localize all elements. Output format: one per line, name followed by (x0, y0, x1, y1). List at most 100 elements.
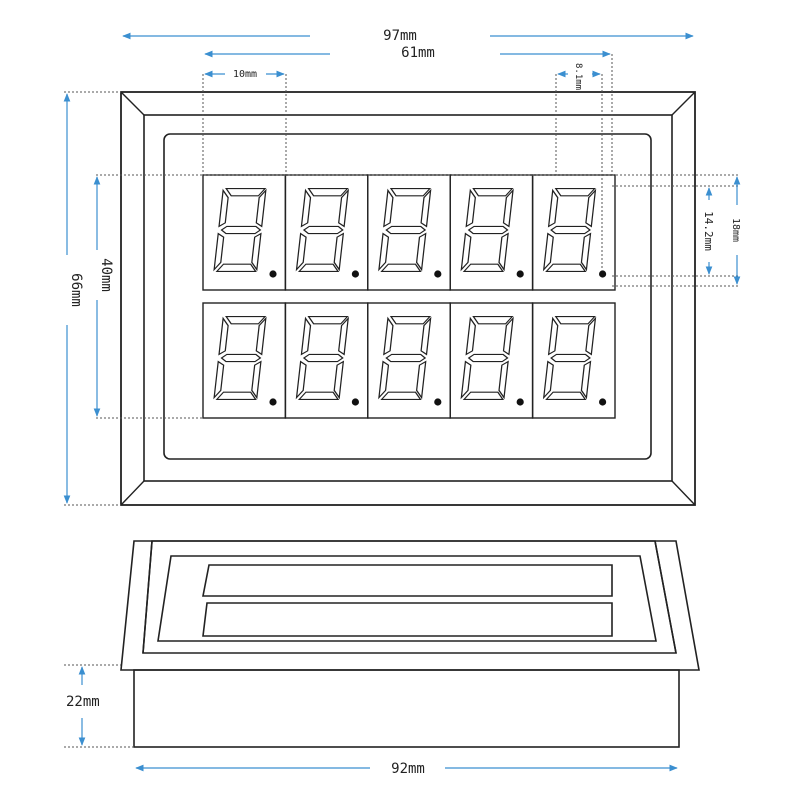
segment-a (389, 188, 432, 197)
bevel-corner (671, 480, 696, 506)
seven-segment-digit (378, 188, 432, 272)
segment-d (215, 391, 257, 400)
label-cutout-width: 61mm (401, 45, 435, 61)
decimal-point (434, 398, 442, 406)
segment-b (585, 188, 597, 228)
digit-row (202, 174, 616, 291)
segment-b (420, 188, 432, 228)
seven-segment-digit (213, 316, 267, 400)
dimension-labels: 97mm 61mm 10mm 8.1mm 66mm 40mm 14.2mm 18… (66, 28, 741, 777)
label-body-width: 92mm (391, 761, 425, 777)
label-overall-width: 97mm (383, 28, 417, 44)
seven-segment-digit (213, 188, 267, 272)
segment-a (472, 188, 514, 197)
seven-segment-digit (460, 316, 514, 400)
bevel-corner (120, 480, 145, 506)
segment-d (297, 391, 340, 400)
seven-segment-digit (295, 188, 350, 272)
side-body (133, 669, 680, 748)
segment-d (215, 263, 257, 272)
segment-d (545, 263, 587, 272)
side-view (120, 540, 700, 748)
segment-d (297, 263, 340, 272)
segment-a (225, 316, 267, 325)
segment-a (554, 316, 596, 325)
display-window (163, 133, 652, 460)
segment-f (547, 188, 559, 228)
label-window-height: 40mm (98, 258, 114, 292)
label-row-height: 18mm (730, 218, 741, 242)
segment-b (338, 188, 350, 228)
label-digit-gap: 8.1mm (573, 63, 583, 90)
decimal-point (599, 398, 607, 406)
segment-c (251, 232, 262, 272)
decimal-point (269, 270, 277, 278)
segment-a (307, 188, 349, 197)
side-leader-lines (64, 664, 134, 748)
bevel-corner (120, 91, 145, 116)
segment-a (472, 316, 514, 325)
segment-f (547, 316, 559, 356)
segment-d (380, 263, 422, 272)
segment-f (300, 188, 312, 228)
segment-c (498, 232, 509, 272)
seven-segment-digit (542, 188, 597, 272)
dimension-lines (63, 32, 741, 772)
segment-c (580, 360, 592, 400)
segment-f (465, 316, 476, 356)
segment-f (383, 316, 394, 356)
segment-a (307, 316, 349, 325)
segment-e (295, 360, 307, 400)
segment-b (585, 316, 597, 356)
label-overall-height: 66mm (68, 273, 84, 307)
segment-c (498, 360, 509, 400)
segment-g (385, 225, 427, 235)
side-row-top (202, 564, 613, 597)
segment-b (255, 188, 267, 228)
segment-b (502, 316, 514, 356)
side-window (157, 555, 657, 642)
segment-e (378, 232, 390, 272)
segment-c (333, 360, 345, 400)
segment-c (415, 360, 427, 400)
side-row-bottom (202, 602, 613, 637)
decimal-point (599, 270, 607, 278)
segment-d (462, 263, 505, 272)
segment-c (333, 232, 345, 272)
segment-e (378, 360, 390, 400)
decimal-point (269, 398, 277, 406)
decimal-point (434, 270, 442, 278)
segment-c (580, 232, 592, 272)
segment-e (460, 360, 472, 400)
label-digit-width: 10mm (233, 69, 257, 80)
label-digit-height: 14.2mm (702, 211, 715, 251)
front-view (120, 91, 696, 506)
digit-row (202, 302, 616, 419)
segment-d (380, 391, 422, 400)
segment-d (545, 391, 587, 400)
segment-f (218, 188, 229, 228)
segment-g (302, 353, 344, 363)
segment-e (213, 232, 225, 272)
segment-g (220, 225, 262, 235)
segment-g (467, 225, 509, 235)
seven-segment-digit (378, 316, 432, 400)
segment-c (415, 232, 427, 272)
segment-a (225, 188, 267, 197)
seven-segment-digit (295, 316, 350, 400)
segment-g (550, 353, 591, 363)
segment-g (467, 353, 509, 363)
decimal-point (516, 398, 524, 406)
seven-segment-digit (460, 188, 514, 272)
segment-g (220, 353, 262, 363)
segment-f (383, 188, 394, 228)
seven-segment-digit (542, 316, 597, 400)
decimal-point (516, 270, 524, 278)
segment-e (460, 232, 472, 272)
segment-g (302, 225, 344, 235)
label-depth: 22mm (66, 694, 100, 710)
segment-e (295, 232, 307, 272)
segment-e (542, 232, 554, 272)
segment-b (502, 188, 514, 228)
